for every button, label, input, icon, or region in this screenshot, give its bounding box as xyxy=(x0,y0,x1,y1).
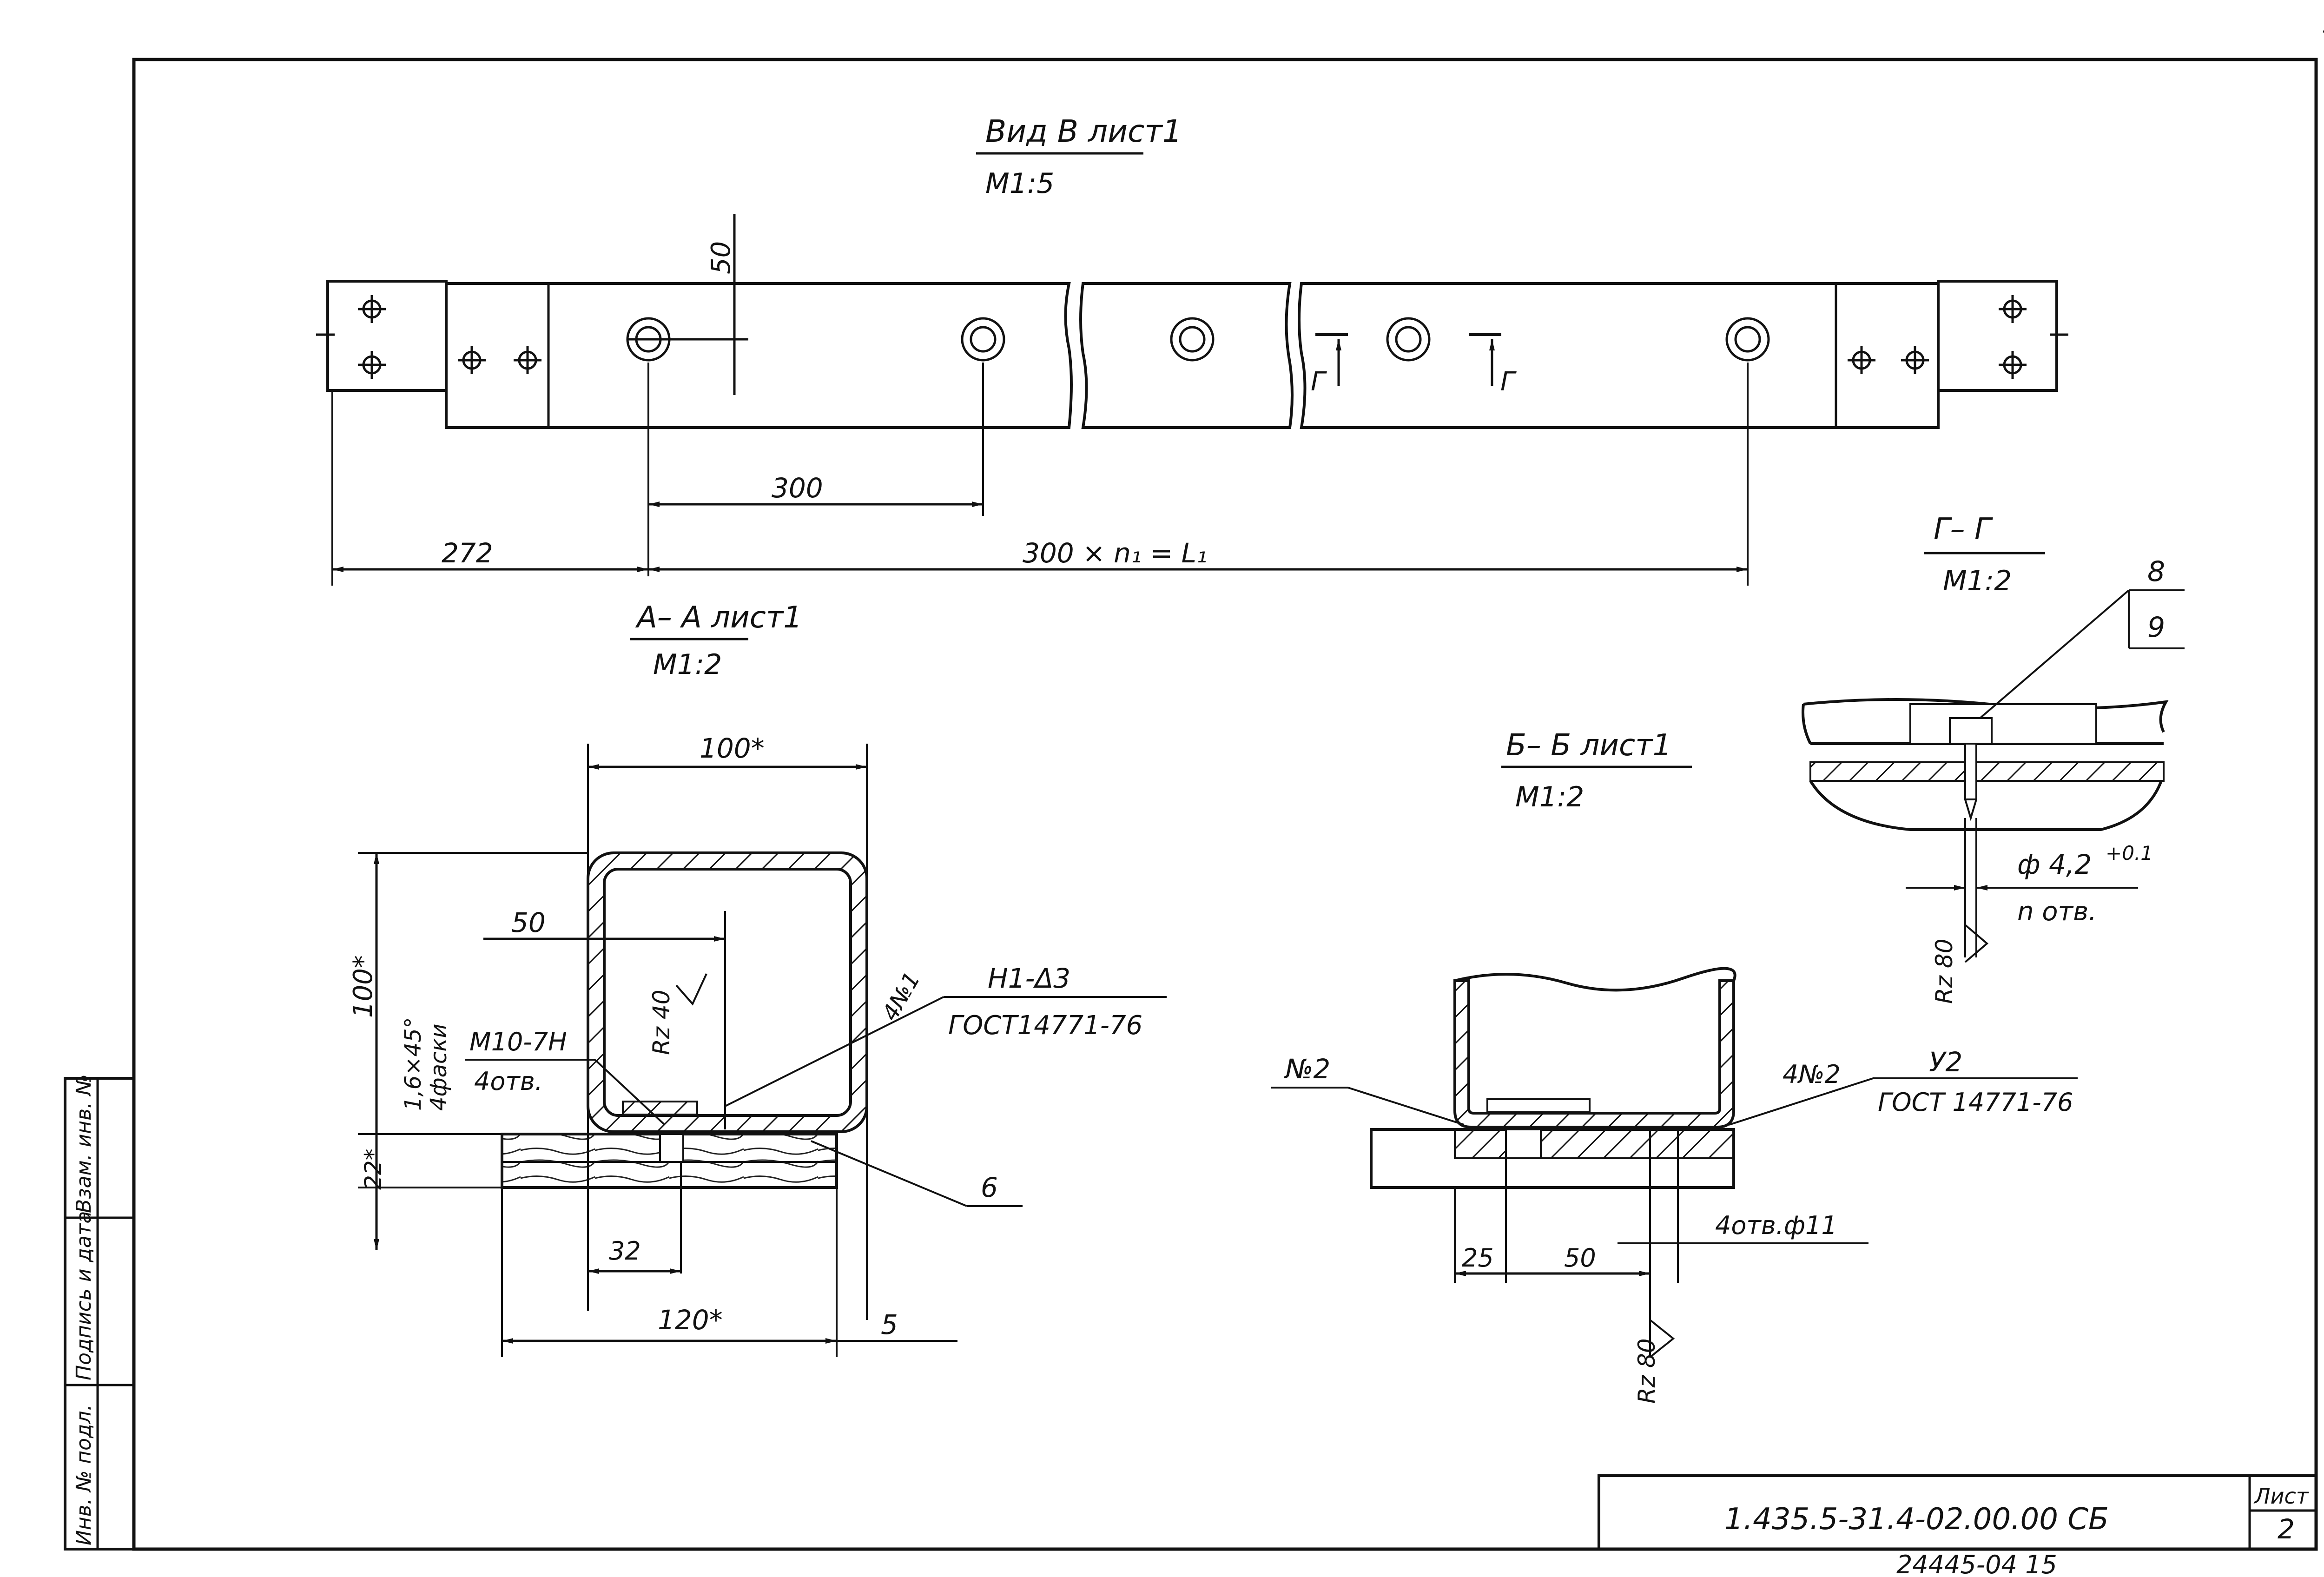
stamp-inv-podl: Инв. № подл. xyxy=(72,1404,96,1545)
chamfer-spec: 1,6×45° xyxy=(400,1017,426,1111)
sheet-frame xyxy=(132,58,2318,1551)
weld-type-aa: Н1-Δ3 xyxy=(988,963,1070,994)
weld-num-aa: 4№1 xyxy=(877,968,925,1025)
chamfer-count: 4фаски xyxy=(426,1023,452,1111)
dim-50-vertical: 50 xyxy=(706,241,736,274)
hole-tolerance-gg: +0.1 xyxy=(2106,842,2153,864)
page-number: 14 xyxy=(2322,9,2324,39)
section-bb: Б– Б лист1 М1:2 №2 4№2 У2 ГОСТ 14771-76 … xyxy=(1271,728,2078,1404)
dim-32: 32 xyxy=(609,1236,641,1266)
side-stamp: Взам. инв. № Подпись и дата Инв. № подл. xyxy=(64,1074,135,1551)
dim-25: 25 xyxy=(1462,1243,1494,1273)
dim-50-bb: 50 xyxy=(1564,1243,1596,1273)
roughness-rz80-gg: Rz 80 xyxy=(1931,938,1958,1004)
drawing-designation: 1.435.5-31.4-02.00.00 СБ xyxy=(1724,1502,2109,1537)
dim-272-start: 272 xyxy=(442,537,493,569)
cut-mark-right: Г xyxy=(1500,367,1517,397)
weld-num-bb: 4№2 xyxy=(1783,1060,1841,1089)
section-bb-scale: М1:2 xyxy=(1515,781,1584,813)
dim-height-100: 100* xyxy=(348,955,378,1018)
weld-type-bb: У2 xyxy=(1929,1046,1962,1078)
hole-dia-gg: ф 4,2 xyxy=(2017,849,2092,880)
view-b-scale: М1:5 xyxy=(985,167,1054,200)
dim-300-pitch: 300 xyxy=(772,472,823,504)
bolt-hole-markers xyxy=(626,317,1770,362)
section-bb-title: Б– Б лист1 xyxy=(1506,728,1671,763)
dim-5: 5 xyxy=(881,1309,898,1340)
stamp-podpis-data: Подпись и дата xyxy=(72,1211,96,1380)
roughness-rz40: Rz 40 xyxy=(648,990,675,1055)
section-gg-title: Г– Г xyxy=(1934,512,1993,547)
stamp-vzam-inv: Взам. инв. № xyxy=(72,1074,96,1213)
dim-total-length: 300 × n₁ = L₁ xyxy=(1023,537,1207,569)
weld-std-aa: ГОСТ14771-76 xyxy=(948,1010,1142,1041)
view-b-title: Вид В лист1 xyxy=(985,113,1182,149)
dim-offset-50: 50 xyxy=(511,907,546,938)
dim-width-120: 120* xyxy=(658,1304,723,1336)
weld-std-bb: ГОСТ 14771-76 xyxy=(1878,1088,2073,1117)
cut-mark-left: Г xyxy=(1311,367,1327,397)
view-b: Вид В лист1 М1:5 xyxy=(316,113,2068,586)
callout-9: 9 xyxy=(2147,611,2165,644)
callout-n2: №2 xyxy=(1284,1053,1330,1085)
small-hole-markers xyxy=(316,295,2068,379)
section-aa-title: А– А лист1 xyxy=(635,600,802,635)
hole-count-gg: n отв. xyxy=(2017,897,2097,927)
dim-plate-22: 22* xyxy=(360,1148,387,1190)
section-gg-scale: М1:2 xyxy=(1943,565,2012,597)
dim-width-100: 100* xyxy=(700,732,765,764)
section-aa: А– А лист1 М1:2 100* 100* 50 М10-7Н 4отв… xyxy=(348,600,1167,1357)
thread-spec: М10-7Н xyxy=(469,1027,567,1056)
thread-holes: 4отв. xyxy=(474,1067,543,1096)
section-gg: Г– Г М1:2 8 9 ф 4,2 +0.1 n отв. Rz 80 xyxy=(1802,512,2185,1004)
roughness-rz80-bb: Rz 80 xyxy=(1633,1338,1660,1404)
holes-4x11: 4отв.ф11 xyxy=(1715,1211,1837,1240)
title-block: 1.435.5-31.4-02.00.00 СБ Лист 2 xyxy=(1598,1474,2317,1551)
sheet-label: Лист xyxy=(2253,1484,2309,1509)
callout-6: 6 xyxy=(981,1172,998,1203)
callout-8: 8 xyxy=(2147,555,2165,588)
footer-code: 24445-04 15 xyxy=(1896,1550,2057,1577)
section-aa-scale: М1:2 xyxy=(653,648,722,681)
sheet-number: 2 xyxy=(2278,1513,2295,1545)
